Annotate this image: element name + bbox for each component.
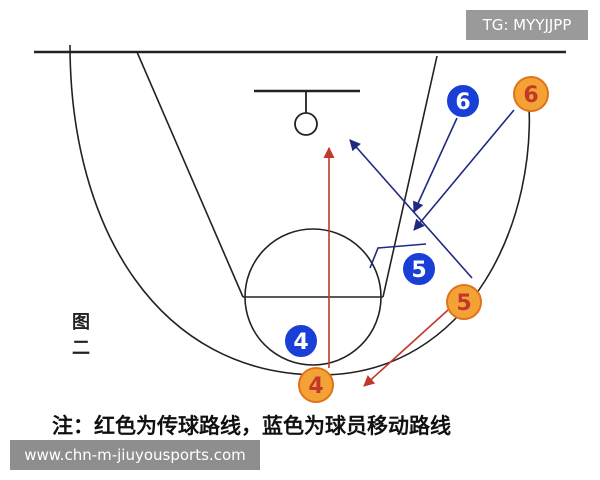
tag-badge: TG: MYYJJPP xyxy=(466,10,588,40)
watermark-text: www.chn-m-jiuyousports.com xyxy=(24,446,246,464)
player-marker-blue-6: 6 xyxy=(445,83,481,119)
legend-note: 注：红色为传球路线，蓝色为球员移动路线 xyxy=(52,414,451,438)
player-label-blue-5: 5 xyxy=(411,258,426,283)
watermark-badge: www.chn-m-jiuyousports.com xyxy=(10,440,260,470)
lane-line-left xyxy=(136,51,244,298)
pass-route-5-to-4 xyxy=(363,309,449,387)
player-label-blue-4: 4 xyxy=(293,330,308,355)
move-route-5-cut xyxy=(349,139,473,279)
player-label-orange-4: 4 xyxy=(308,374,323,399)
player-marker-blue-4: 4 xyxy=(283,323,319,359)
free-throw-circle xyxy=(244,228,382,366)
basket-rim xyxy=(294,112,318,136)
player-marker-orange-6: 6 xyxy=(513,76,549,112)
tag-label: TG: MYYJJPP xyxy=(482,16,572,34)
lane-line-right xyxy=(382,55,438,298)
player-marker-orange-4: 4 xyxy=(298,367,334,403)
player-marker-blue-5: 5 xyxy=(401,251,437,287)
player-label-orange-6: 6 xyxy=(523,83,538,108)
player-label-orange-5: 5 xyxy=(456,291,471,316)
player-marker-orange-5: 5 xyxy=(446,284,482,320)
figure-label: 图二 xyxy=(69,312,90,364)
move-route-screen xyxy=(369,243,427,269)
move-route-6-down xyxy=(413,117,458,214)
move-route-6-cut xyxy=(413,109,515,231)
player-label-blue-6: 6 xyxy=(455,90,470,115)
